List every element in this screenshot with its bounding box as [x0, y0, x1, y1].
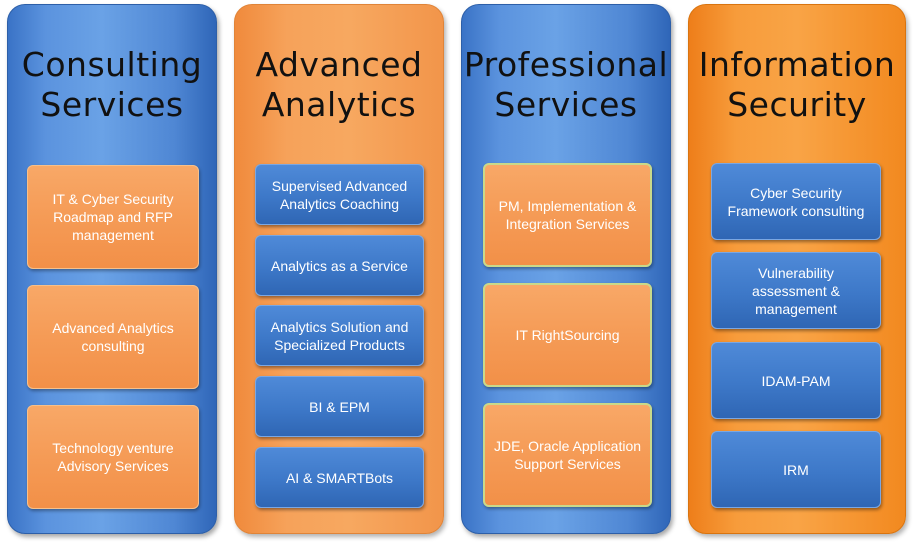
column-title: Professional Services [462, 45, 670, 125]
column-title: Consulting Services [8, 45, 216, 125]
service-card-label: IRM [783, 461, 809, 478]
service-card: JDE, Oracle Application Support Services [483, 403, 652, 507]
column-professional-services: Professional Services PM, Implementation… [461, 4, 671, 534]
column-title: Information Security [689, 45, 905, 125]
service-card-label: Technology venture Advisory Services [52, 440, 174, 474]
column-title-line-2: Security [727, 85, 867, 124]
service-card-label: Analytics Solution and Specialized Produ… [270, 318, 409, 353]
column-title-line-2: Analytics [261, 85, 417, 124]
service-card: IRM [711, 431, 881, 508]
service-card: Vulnerability assessment & management [711, 252, 881, 329]
service-card: PM, Implementation & Integration Service… [483, 163, 652, 267]
column-title-line-1: Consulting [21, 45, 203, 84]
service-card-label: Vulnerability assessment & management [752, 264, 840, 317]
service-card-label: IDAM-PAM [761, 372, 831, 389]
service-card: BI & EPM [255, 376, 424, 437]
service-card: Analytics Solution and Specialized Produ… [255, 305, 424, 366]
service-card-label: AI & SMARTBots [285, 469, 394, 486]
service-card: Analytics as a Service [255, 235, 424, 296]
column-title-line-2: Services [40, 85, 184, 124]
column-title-line-2: Services [494, 85, 638, 124]
service-card: Advanced Analytics consulting [27, 285, 199, 389]
service-card-label: IT RightSourcing [515, 327, 620, 343]
column-consulting-services: Consulting Services IT & Cyber Security … [7, 4, 217, 534]
service-card-label: Supervised Advanced Analytics Coaching [271, 177, 408, 212]
column-title-line-1: Advanced [255, 45, 423, 84]
service-card: AI & SMARTBots [255, 447, 424, 508]
service-card-label: JDE, Oracle Application Support Services [493, 438, 642, 472]
service-card: Supervised Advanced Analytics Coaching [255, 164, 424, 225]
service-card: IDAM-PAM [711, 342, 881, 419]
service-card: IT RightSourcing [483, 283, 652, 387]
service-card: IT & Cyber Security Roadmap and RFP mana… [27, 165, 199, 269]
service-card-label: Analytics as a Service [271, 257, 408, 274]
service-card: Cyber Security Framework consulting [711, 163, 881, 240]
service-card: Technology venture Advisory Services [27, 405, 199, 509]
column-title-line-1: Professional [463, 45, 669, 84]
column-title: Advanced Analytics [235, 45, 443, 125]
column-title-line-1: Information [698, 45, 896, 84]
column-advanced-analytics: Advanced Analytics Supervised Advanced A… [234, 4, 444, 534]
column-information-security: Information Security Cyber Security Fram… [688, 4, 906, 534]
service-card-label: Advanced Analytics consulting [52, 320, 174, 354]
service-card-label: IT & Cyber Security Roadmap and RFP mana… [52, 191, 174, 243]
service-card-label: BI & EPM [309, 398, 370, 415]
service-card-label: Cyber Security Framework consulting [727, 184, 865, 219]
service-card-label: PM, Implementation & Integration Service… [498, 198, 637, 232]
